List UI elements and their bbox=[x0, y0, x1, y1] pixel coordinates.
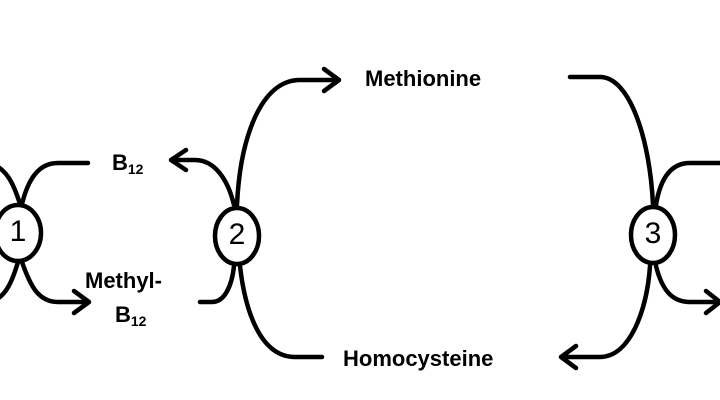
node-1-circle bbox=[0, 202, 44, 264]
methyl-b12-label: B12 bbox=[115, 302, 146, 329]
homocysteine-label: Homocysteine bbox=[343, 346, 494, 371]
arrow-methionine-to-node3 bbox=[567, 74, 656, 208]
node-3-circle bbox=[628, 204, 678, 266]
b12-base: B bbox=[112, 150, 128, 175]
methionine-label: Methionine bbox=[365, 66, 482, 91]
b12-label: B12 bbox=[112, 150, 143, 177]
methyl-b12-subscript: 12 bbox=[130, 313, 147, 329]
arrow-node3-downright bbox=[653, 263, 720, 316]
node-2-label: 2 bbox=[228, 218, 246, 251]
b12-subscript: 12 bbox=[127, 161, 144, 177]
arrow-node1-to-methylb12 bbox=[19, 259, 92, 316]
arrow-node2-to-methionine bbox=[234, 66, 342, 208]
methyl-label: Methyl- bbox=[85, 268, 162, 293]
arrow-node3-upright bbox=[653, 160, 720, 208]
arrow-node1-downleft bbox=[0, 259, 21, 300]
arrow-node2-to-b12 bbox=[168, 147, 237, 208]
node-3-label: 3 bbox=[644, 217, 662, 250]
methyl-b12-base: B bbox=[115, 302, 131, 327]
arrow-methylb12-to-node2 bbox=[197, 263, 237, 305]
node-2-circle bbox=[212, 205, 262, 267]
arrow-node1-upleft bbox=[0, 165, 23, 207]
arrow-node3-to-homocysteine bbox=[558, 263, 653, 371]
arrow-node2-to-homocysteine bbox=[237, 263, 325, 360]
node-1-label: 1 bbox=[9, 215, 27, 248]
arrow-node1-to-b12 bbox=[19, 160, 91, 207]
